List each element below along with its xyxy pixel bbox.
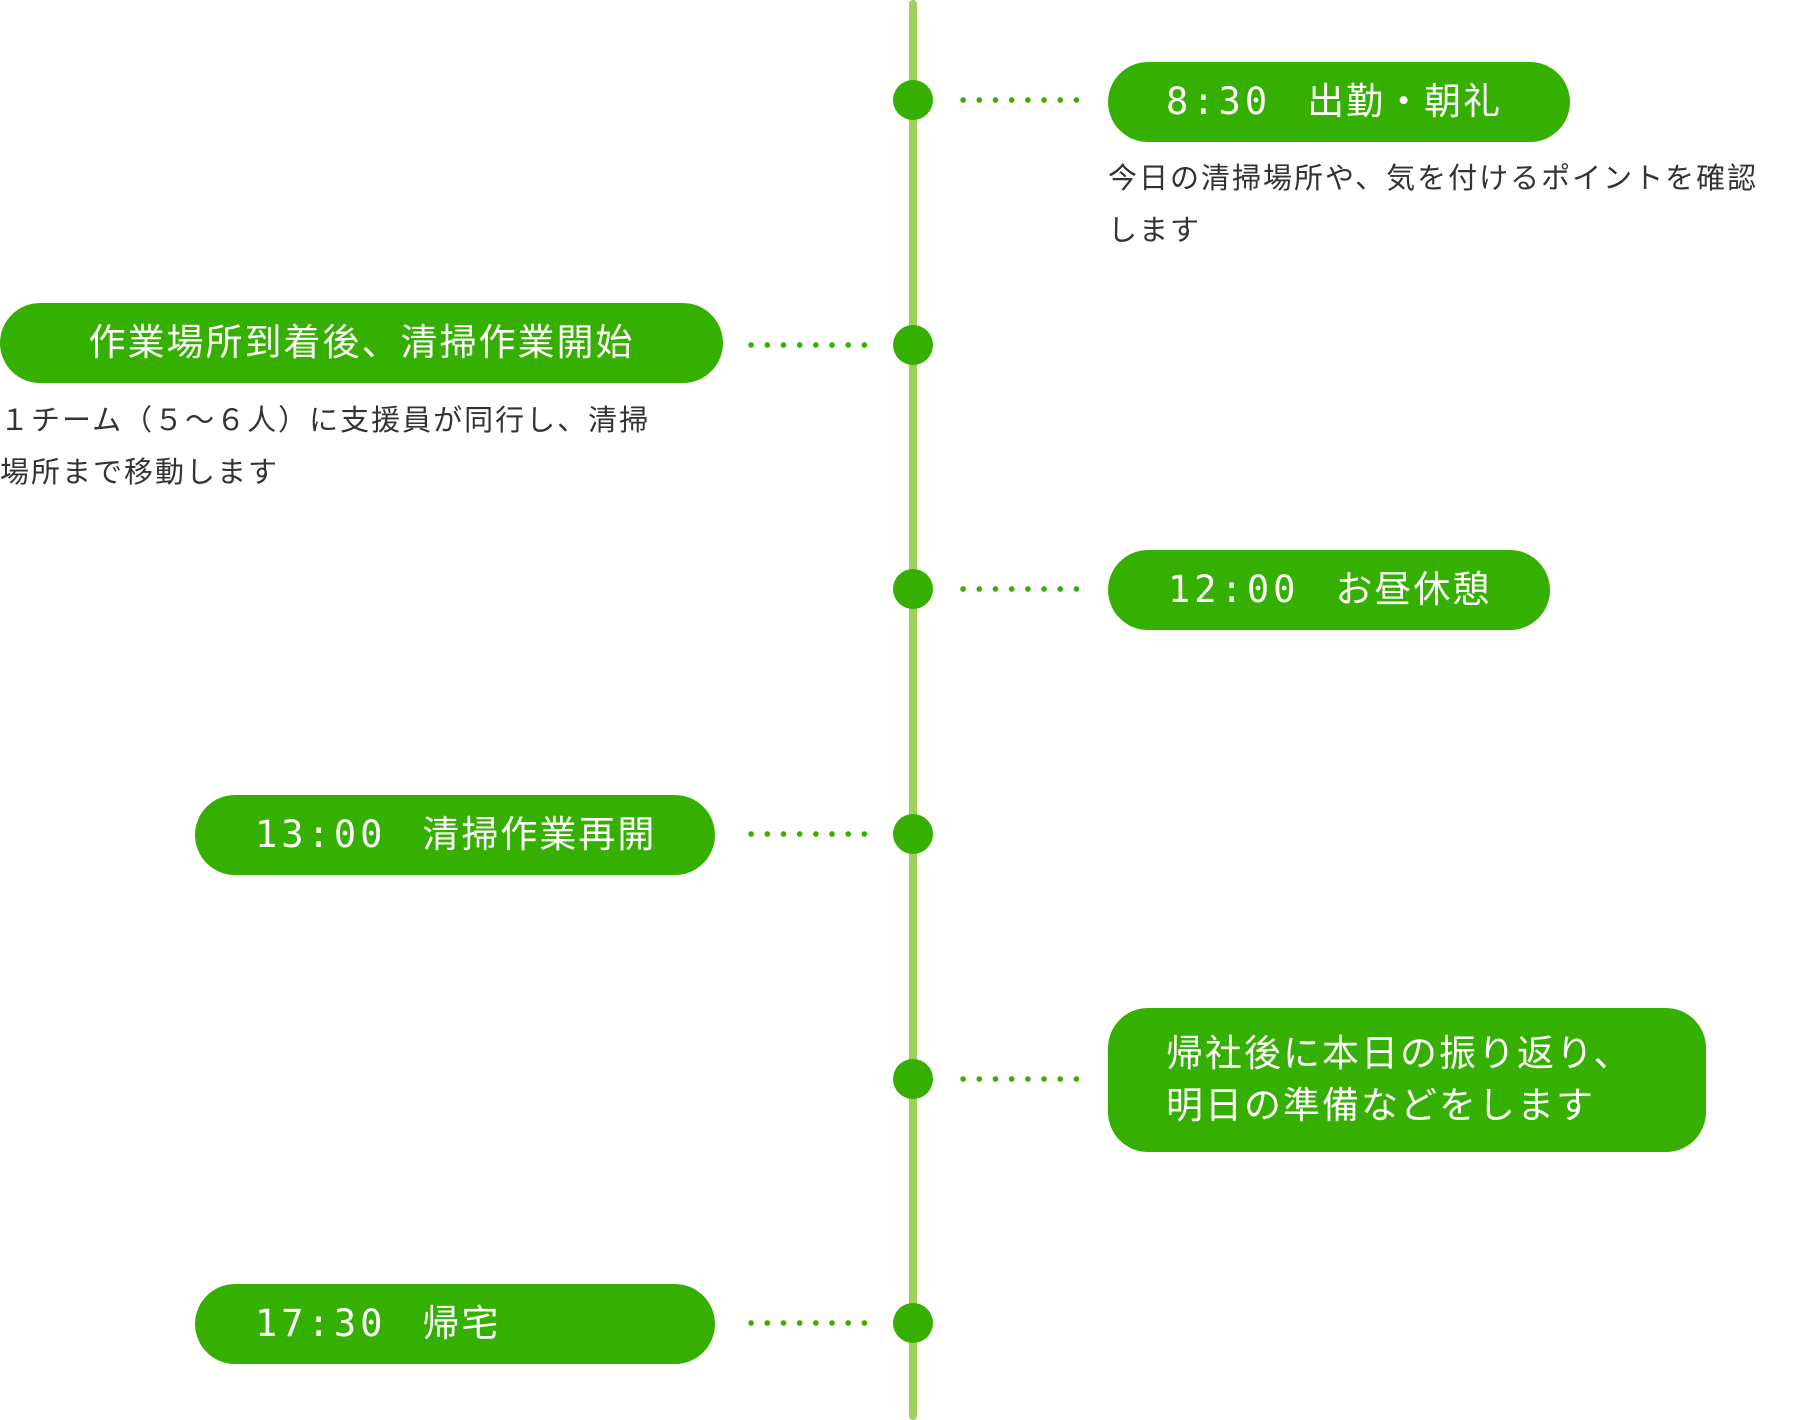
item-label: 帰宅	[422, 1302, 501, 1345]
timeline-node	[893, 325, 933, 365]
dotted-connector	[743, 1320, 873, 1326]
item-time: 12:00	[1168, 568, 1300, 611]
timeline-node	[893, 569, 933, 609]
schedule-item-6: 17:30 帰宅	[195, 1284, 715, 1364]
item-label: お昼休憩	[1335, 568, 1492, 611]
item-label-line: 明日の準備などをします	[1166, 1084, 1595, 1127]
dotted-connector	[955, 1076, 1085, 1082]
dotted-connector	[955, 97, 1085, 103]
schedule-item-5: 帰社後に本日の振り返り、 明日の準備などをします	[1108, 1008, 1706, 1152]
timeline-node	[893, 1059, 933, 1099]
description-line: 場所まで移動します	[0, 455, 280, 489]
item-time: 17:30	[255, 1302, 387, 1345]
item-time: 8:30	[1166, 80, 1272, 123]
item-description: 今日の清掃場所や、気を付けるポイントを確認 します	[1108, 152, 1820, 256]
timeline-node	[893, 814, 933, 854]
timeline-node	[893, 80, 933, 120]
dotted-connector	[743, 831, 873, 837]
item-label: 清掃作業再開	[422, 813, 657, 856]
dotted-connector	[743, 342, 873, 348]
timeline-spine	[909, 0, 917, 1420]
item-description: １チーム（５～６人）に支援員が同行し、清掃 場所まで移動します	[0, 394, 723, 498]
item-label: 作業場所到着後、清掃作業開始	[88, 321, 635, 364]
item-time: 13:00	[255, 813, 387, 856]
dotted-connector	[955, 586, 1085, 592]
schedule-item-4: 13:00 清掃作業再開	[195, 795, 715, 875]
schedule-item-2: 作業場所到着後、清掃作業開始	[0, 303, 723, 383]
schedule-item-1: 8:30 出勤・朝礼	[1108, 62, 1570, 142]
item-label: 出勤・朝礼	[1307, 80, 1503, 123]
description-line: します	[1108, 213, 1202, 247]
description-line: １チーム（５～６人）に支援員が同行し、清掃	[0, 403, 651, 437]
item-label-line: 帰社後に本日の振り返り、	[1166, 1032, 1633, 1075]
schedule-item-3: 12:00 お昼休憩	[1108, 550, 1550, 630]
timeline-node	[893, 1303, 933, 1343]
description-line: 今日の清掃場所や、気を付けるポイントを確認	[1108, 161, 1759, 195]
